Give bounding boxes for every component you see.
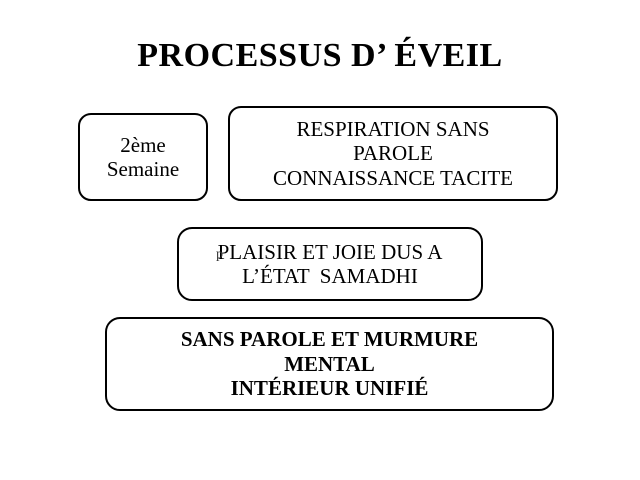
box-week[interactable]: 2ème Semaine <box>78 113 208 201</box>
box-murmure[interactable]: SANS PAROLE ET MURMURE MENTAL INTÉRIEUR … <box>105 317 554 411</box>
box-respiration-line-3: CONNAISSANCE TACITE <box>272 165 514 190</box>
box-week-line-2: Semaine <box>106 157 180 181</box>
box-murmure-line-3: INTÉRIEUR UNIFIÉ <box>230 376 429 401</box>
box-plaisir-line-1: PLAISIR ET JOIE DUS A <box>217 239 443 264</box>
page-title: PROCESSUS D’ ÉVEIL <box>137 37 503 74</box>
box-respiration-line-2: PAROLE <box>353 141 433 166</box>
box-murmure-line-1: SANS PAROLE ET MURMURE <box>180 327 479 352</box>
box-plaisir[interactable]: PLAISIR ET JOIE DUS A L’ÉTAT SAMADHI <box>177 227 483 301</box>
box-plaisir-line-2: L’ÉTAT SAMADHI <box>242 264 418 288</box>
box-week-line-1: 2ème <box>120 132 166 157</box>
box-respiration[interactable]: RESPIRATION SANS PAROLE CONNAISSANCE TAC… <box>228 106 558 201</box>
box-respiration-line-1: RESPIRATION SANS <box>296 116 490 141</box>
box-murmure-line-2: MENTAL <box>284 351 375 376</box>
